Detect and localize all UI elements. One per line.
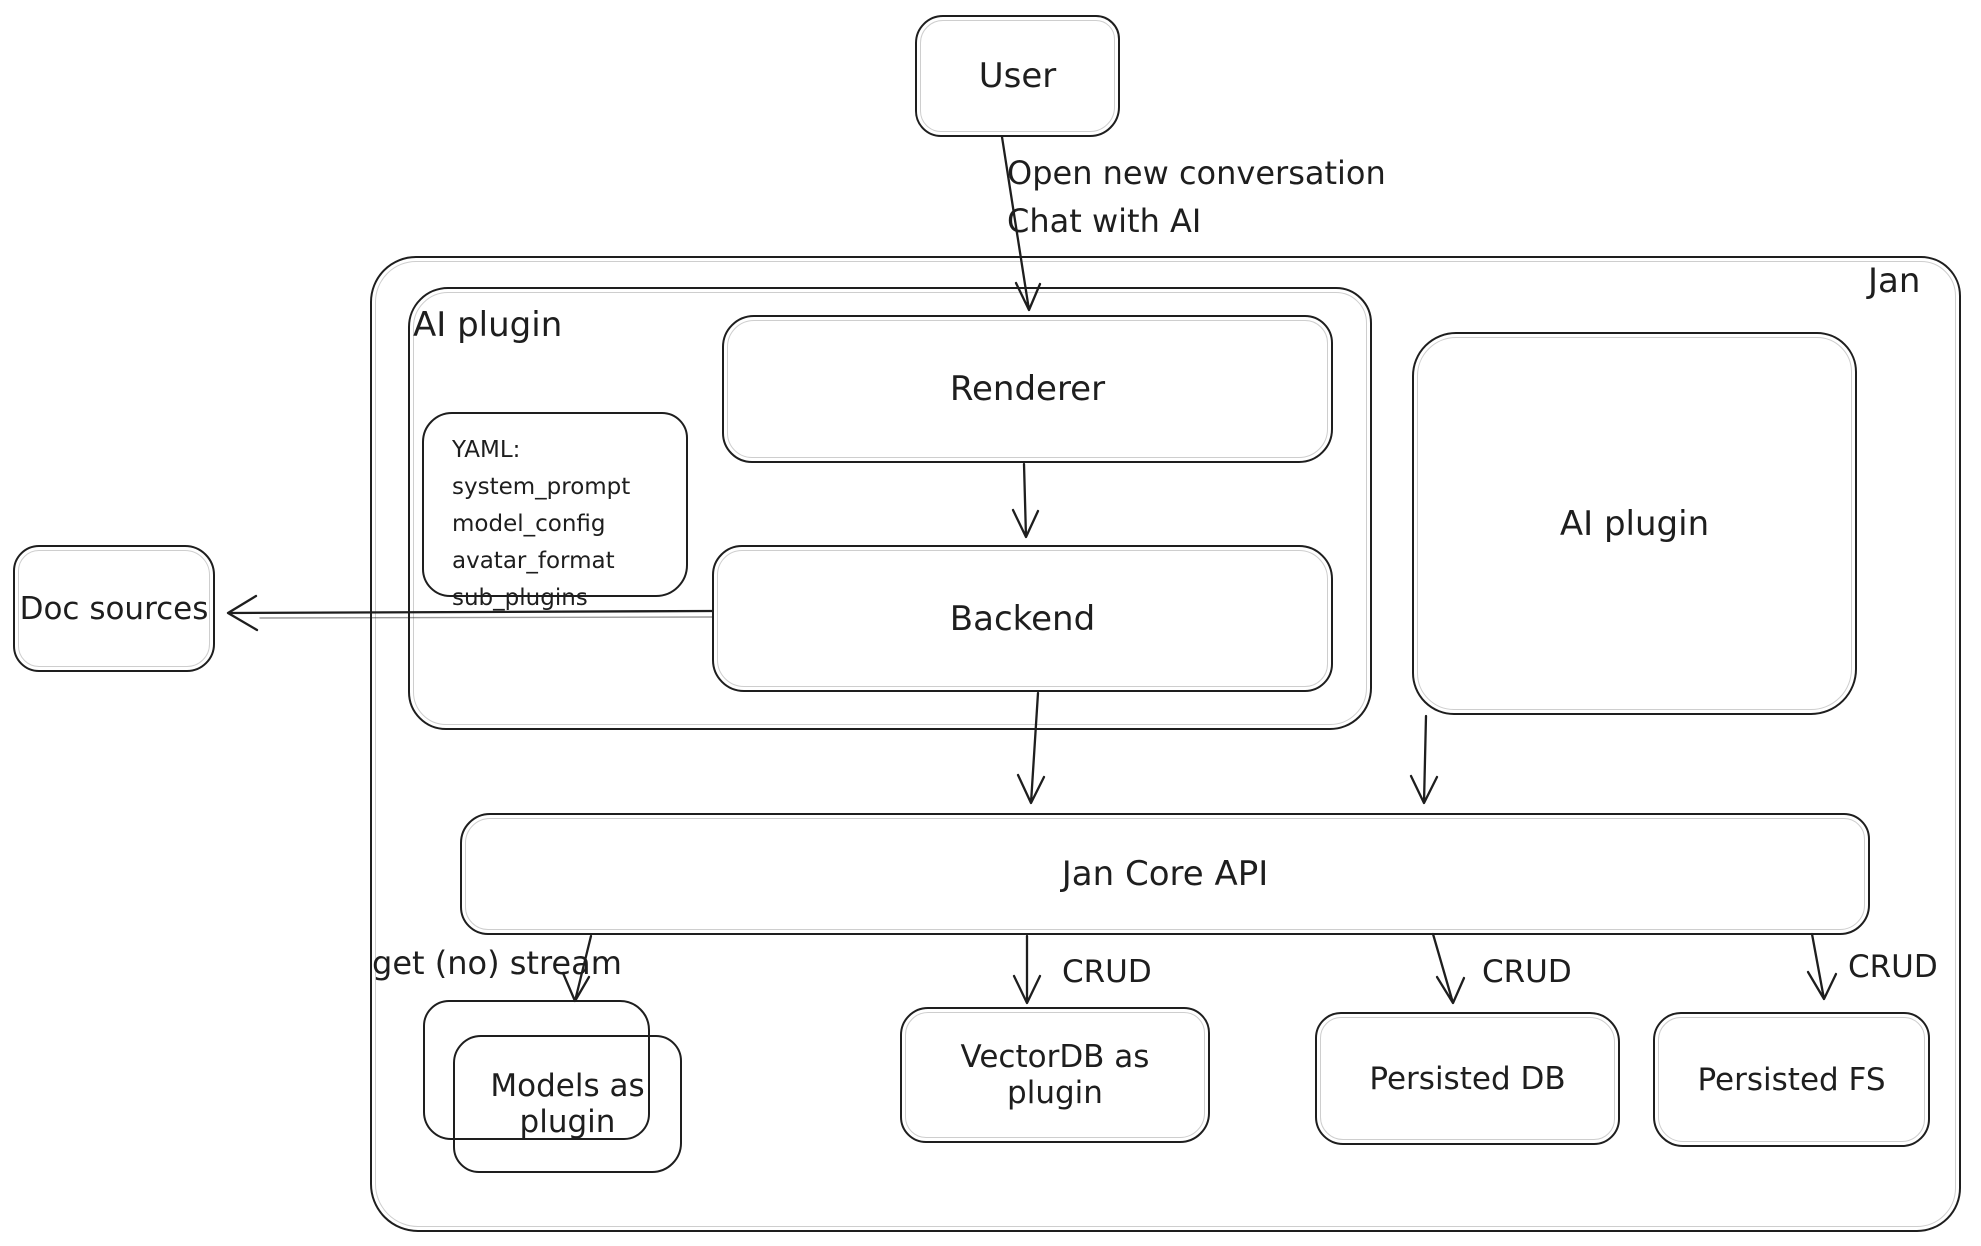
edge-label-chat-with-ai: Chat with AI bbox=[1007, 202, 1202, 240]
ai-plugin-right-label: AI plugin bbox=[1559, 503, 1710, 544]
persisted-fs-box: Persisted FS bbox=[1653, 1012, 1930, 1147]
models-plugin-label-line1: Models as bbox=[490, 1068, 645, 1104]
jan-core-api-label: Jan Core API bbox=[1061, 854, 1269, 894]
models-plugin-label-line2: plugin bbox=[519, 1104, 616, 1140]
yaml-note-line: sub_plugins bbox=[452, 585, 588, 611]
doc-sources-label: Doc sources bbox=[19, 590, 209, 627]
user-box: User bbox=[915, 15, 1120, 137]
models-plugin-back-box bbox=[423, 1000, 650, 1140]
jan-container-box bbox=[370, 256, 1961, 1232]
vectordb-label-line1: VectorDB as bbox=[960, 1039, 1150, 1075]
vectordb-label-line2: plugin bbox=[1007, 1075, 1103, 1111]
persisted-db-label: Persisted DB bbox=[1369, 1060, 1566, 1097]
models-plugin-box: Models as plugin bbox=[453, 1035, 682, 1173]
yaml-note-line: avatar_format bbox=[452, 548, 615, 574]
edge-label-open-conversation: Open new conversation bbox=[1007, 154, 1386, 192]
yaml-note-line: YAML: bbox=[452, 437, 521, 463]
edge-label-crud-persisted-db: CRUD bbox=[1482, 954, 1572, 990]
persisted-db-box: Persisted DB bbox=[1315, 1012, 1620, 1145]
persisted-fs-label: Persisted FS bbox=[1697, 1061, 1886, 1098]
ai-plugin-left-label: AI plugin bbox=[413, 305, 563, 345]
edge-label-get-no-stream: get (no) stream bbox=[372, 944, 622, 982]
renderer-box: Renderer bbox=[722, 315, 1333, 463]
vectordb-plugin-box: VectorDB as plugin bbox=[900, 1007, 1210, 1143]
yaml-note-line: model_config bbox=[452, 511, 606, 537]
user-label: User bbox=[978, 56, 1057, 96]
backend-label: Backend bbox=[949, 598, 1096, 639]
edge-label-crud-vectordb: CRUD bbox=[1062, 954, 1152, 990]
jan-label: Jan bbox=[1868, 261, 1921, 301]
edge-label-crud-persisted-fs: CRUD bbox=[1848, 949, 1938, 985]
backend-box: Backend bbox=[712, 545, 1333, 692]
renderer-label: Renderer bbox=[949, 369, 1106, 409]
yaml-note-line: system_prompt bbox=[452, 474, 631, 500]
yaml-note-box: YAML: system_prompt model_config avatar_… bbox=[422, 412, 688, 611]
jan-core-api-box: Jan Core API bbox=[460, 813, 1870, 935]
doc-sources-box: Doc sources bbox=[13, 545, 215, 672]
ai-plugin-left-container bbox=[408, 287, 1372, 730]
ai-plugin-right-box: AI plugin bbox=[1412, 332, 1857, 715]
